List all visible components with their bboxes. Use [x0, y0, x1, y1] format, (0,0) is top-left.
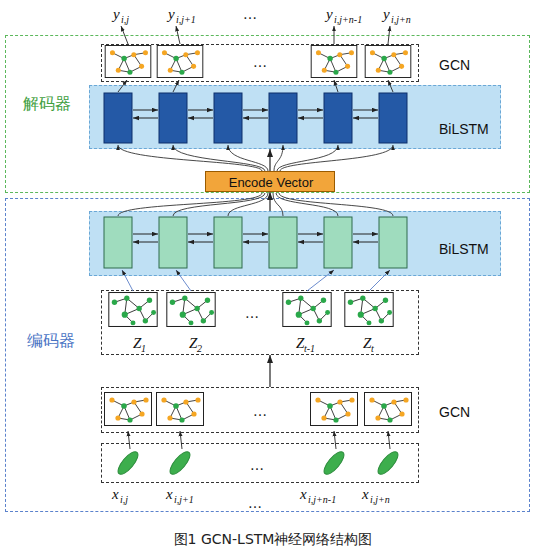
ellipsis: …: [253, 54, 267, 70]
gcn-layer: GCN…: [101, 44, 419, 82]
math-symbol: Z: [363, 335, 371, 352]
layer-label: BiLSTM: [439, 121, 489, 137]
subscript: i,j+n-1: [334, 14, 362, 25]
ellipsis: …: [245, 305, 259, 321]
math-symbol: x: [166, 486, 173, 503]
math-symbol: x: [362, 486, 369, 503]
ellipsis: …: [243, 6, 257, 22]
ellipsis: …: [253, 403, 267, 419]
math-symbol: Z: [133, 335, 141, 352]
section-label: 编码器: [27, 331, 75, 352]
subscript: i,j: [121, 14, 129, 25]
math-symbol: y: [168, 6, 175, 23]
subscript: i,j+n: [391, 14, 411, 25]
ellipsis: …: [250, 457, 264, 473]
subscript: i,j+n-1: [308, 494, 336, 505]
math-symbol: y: [326, 6, 333, 23]
encode-vector: Encode Vector: [205, 171, 335, 192]
subscript: t-1: [304, 343, 315, 354]
subscript: 2: [197, 343, 202, 354]
bilstm-layer: BiLSTM: [89, 85, 501, 149]
math-symbol: x: [300, 486, 307, 503]
layer-label: GCN: [439, 57, 470, 73]
encoder-box: 编码器BiLSTMZ1Z2…Zt-1ZtGCN……: [5, 198, 530, 512]
math-symbol: y: [113, 6, 120, 23]
math-symbol: Z: [189, 335, 197, 352]
section-label: 解码器: [23, 94, 71, 115]
subscript: i,j+1: [176, 14, 196, 25]
math-symbol: y: [383, 6, 390, 23]
flow-arrow: [269, 192, 270, 211]
layer-label: GCN: [439, 404, 470, 420]
math-symbol: Z: [296, 335, 304, 352]
bilstm-layer: BiLSTM: [89, 211, 501, 276]
gcn-layer: GCN…: [101, 387, 419, 433]
layer-label: BiLSTM: [439, 241, 489, 257]
figure-caption: 图1 GCN-LSTM神经网络结构图: [174, 531, 373, 549]
flow-arrow: [269, 149, 270, 171]
ellipsis: …: [248, 495, 262, 511]
subscript: i,j+n: [370, 494, 390, 505]
subscript: 1: [141, 343, 146, 354]
input-sequence: …: [101, 443, 419, 483]
subscript: i,j+1: [174, 494, 194, 505]
subscript: i,j: [120, 494, 128, 505]
subscript: t: [371, 343, 374, 354]
graph-sequence: Z1Z2…Zt-1Zt: [101, 290, 419, 355]
vector-label: Encode Vector: [229, 175, 314, 190]
flow-arrow: [269, 355, 270, 387]
math-symbol: x: [112, 486, 119, 503]
decoder-box: 解码器GCN…BiLSTM: [5, 35, 530, 193]
